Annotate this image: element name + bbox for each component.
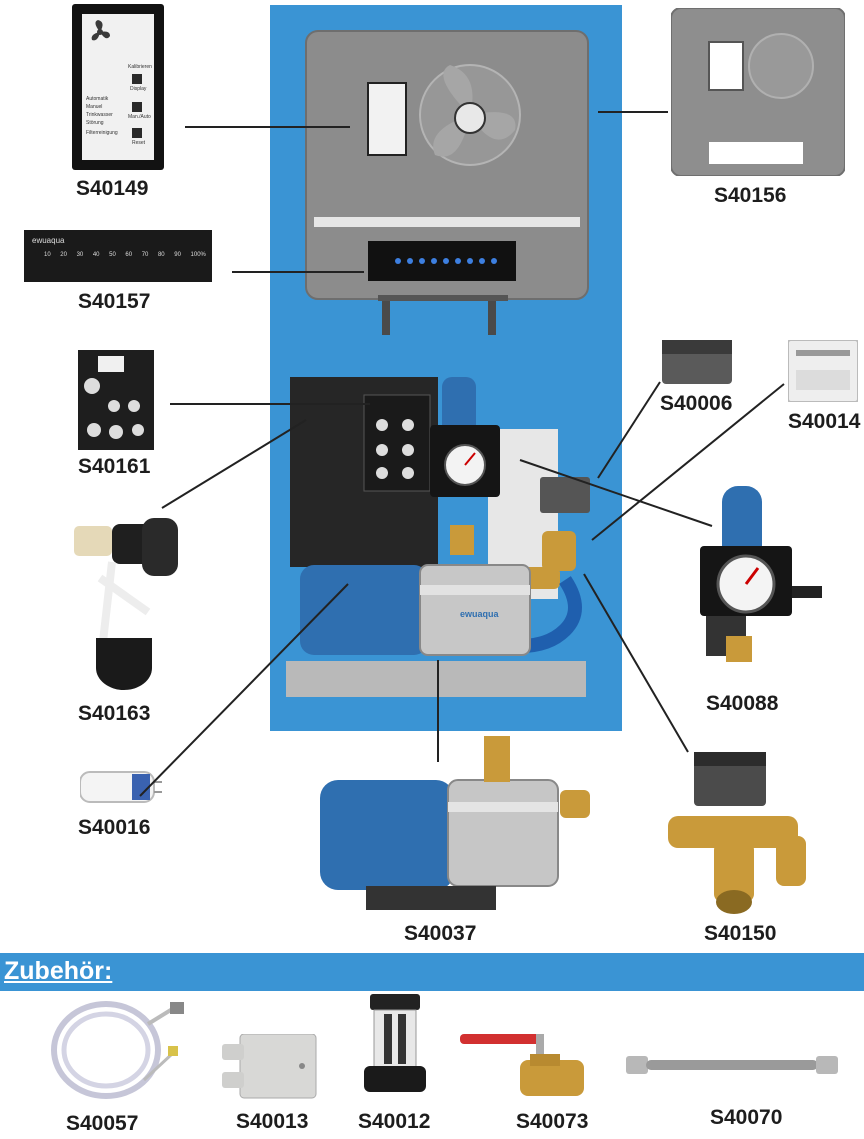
accessory-label-s40057: S40057 [66, 1112, 139, 1135]
brand-label: ewuaqua [32, 236, 65, 245]
accessory-label-s40013: S40013 [236, 1110, 309, 1133]
part-label-s40037: S40037 [404, 922, 477, 945]
reset-button-label: Reset [132, 140, 146, 146]
man-auto-button-label: Man./Auto [128, 114, 151, 120]
flex-hose-part [626, 1056, 838, 1074]
housing-cover [305, 30, 589, 335]
accessory-label-s40073: S40073 [516, 1110, 589, 1133]
level-80: 80 [157, 252, 165, 258]
spare-kit-box-part [788, 340, 858, 402]
connection-panel-part [78, 350, 154, 450]
filter-cleaning-label: Filterreinigung [86, 130, 118, 136]
part-label-s40149: S40149 [76, 177, 149, 200]
part-label-s40006: S40006 [660, 392, 733, 415]
base-plate [286, 661, 586, 697]
housing-cover-part [671, 8, 845, 176]
pressure-switch-part [700, 486, 822, 662]
level-display-part: ewuaqua 10 20 30 40 50 60 70 80 90 100% [24, 230, 212, 282]
control-panel-part: Automatik Manuel Trinkwasser Störung Fil… [72, 4, 164, 170]
status-stoerung-label: Störung [86, 120, 104, 126]
float-switch-part [74, 518, 178, 690]
part-label-s40150: S40150 [704, 922, 777, 945]
capacitor-part [80, 771, 162, 803]
level-40: 40 [92, 252, 100, 258]
level-50: 50 [109, 252, 116, 258]
level-indicators: 10 20 30 40 50 60 70 80 90 100% [44, 252, 206, 258]
filter-part [364, 994, 426, 1092]
part-label-s40016: S40016 [78, 816, 151, 839]
part-label-s40014: S40014 [788, 410, 861, 433]
three-way-valve-part [668, 752, 806, 914]
mode-automatik-label: Automatik [86, 96, 109, 102]
svg-text:ewuaqua: ewuaqua [460, 609, 500, 619]
sensor-cable-part [51, 1001, 184, 1099]
control-box [290, 377, 438, 567]
actuator-part [662, 340, 732, 384]
brass-fittings [450, 525, 576, 589]
accessories-header-bar [0, 953, 864, 991]
pressure-switch [430, 377, 500, 497]
level-100: 100% [190, 252, 206, 258]
mode-trinkwasser-label: Trinkwasser [86, 112, 113, 118]
level-20: 20 [60, 252, 67, 258]
valve-actuator [540, 477, 590, 513]
fan-logo-icon [91, 20, 110, 41]
level-10: 10 [44, 252, 51, 258]
pressure-gauge-icon [454, 102, 486, 134]
part-label-s40088: S40088 [706, 692, 779, 715]
part-label-s40163: S40163 [78, 702, 151, 725]
accessory-label-s40070: S40070 [710, 1106, 783, 1129]
control-panel-inset [367, 82, 407, 156]
junction-box-part [222, 1034, 317, 1099]
level-70: 70 [141, 252, 149, 258]
part-label-s40156: S40156 [714, 184, 787, 207]
pump: ewuaqua [300, 564, 531, 656]
display-button-label: Display [130, 86, 147, 92]
accessories-title: Zubehör: [4, 957, 113, 985]
calibrate-button-label: Kalibrieren [128, 64, 152, 70]
level-90: 90 [174, 252, 181, 258]
part-label-s40161: S40161 [78, 455, 151, 478]
mode-manuel-label: Manuel [86, 104, 102, 110]
pump-part [320, 736, 590, 910]
level-30: 30 [76, 252, 84, 258]
part-label-s40157: S40157 [78, 290, 151, 313]
accessory-label-s40012: S40012 [358, 1110, 431, 1133]
rainwater-unit-illustration: ewuaqua [286, 30, 590, 697]
level-60: 60 [125, 252, 133, 258]
ball-valve-part [460, 1034, 584, 1096]
